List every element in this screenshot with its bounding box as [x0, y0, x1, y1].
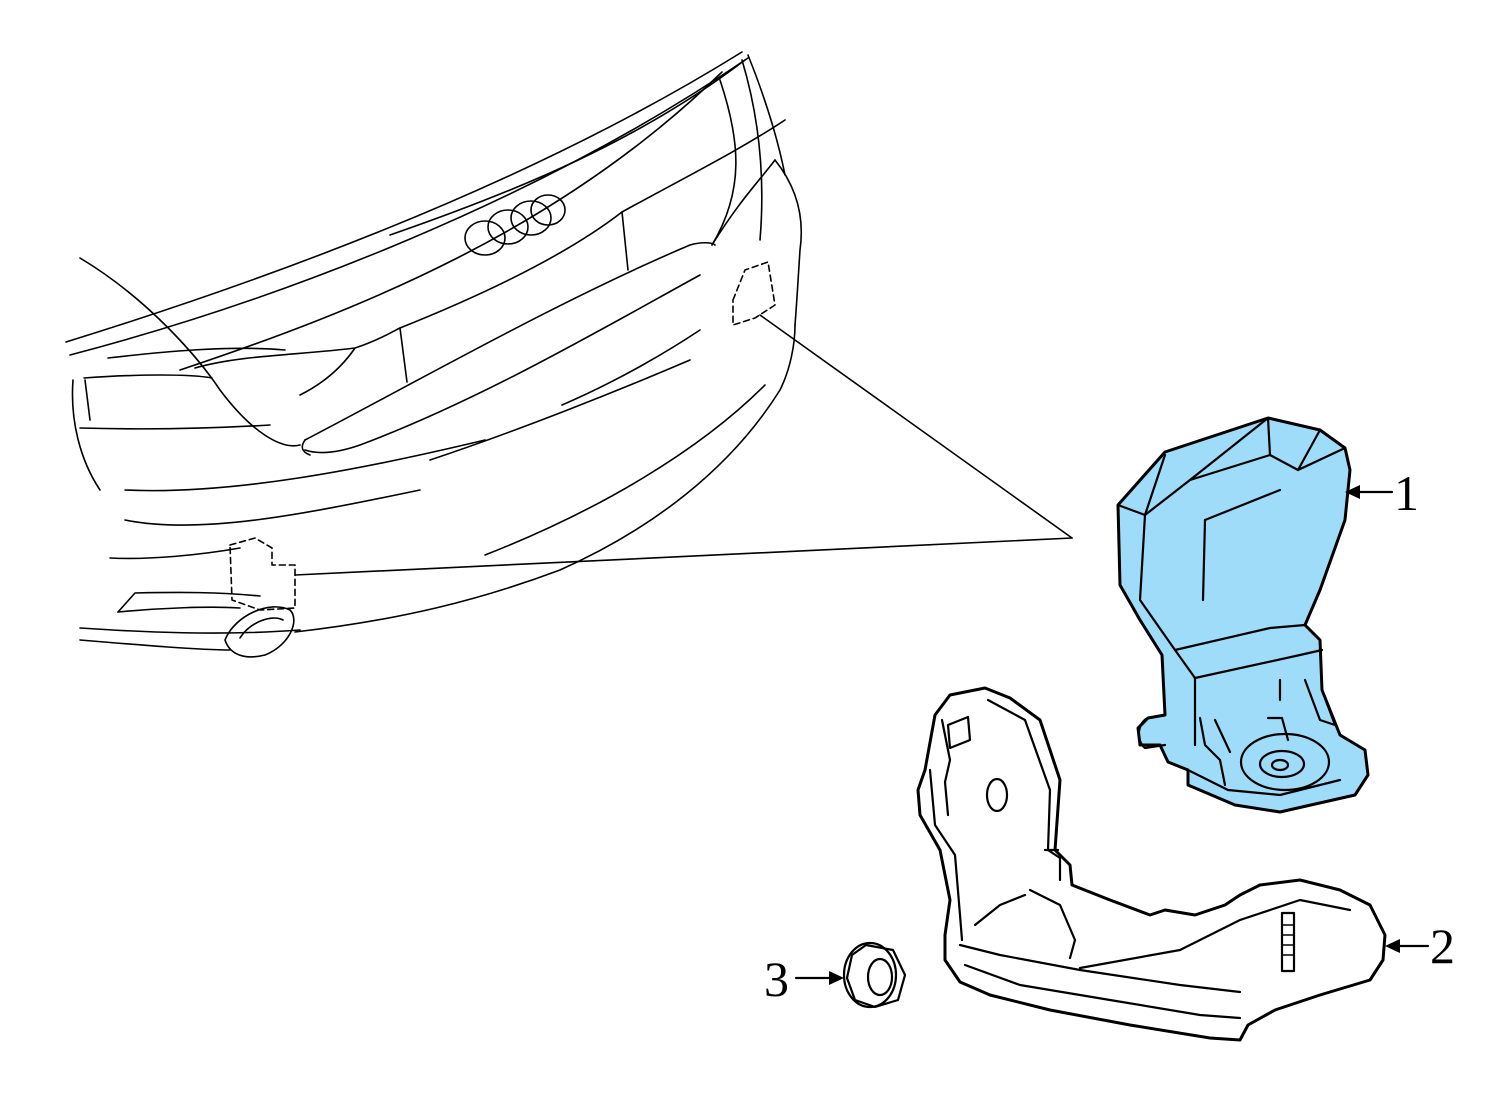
callout-2-label: 2: [1430, 918, 1455, 974]
mounting-bracket: [916, 686, 1387, 1042]
emblem-rings: [464, 194, 566, 256]
sensor-location-left: [229, 537, 296, 611]
callout-1-label: 1: [1394, 465, 1419, 521]
vehicle-rear-outline: [65, 51, 803, 658]
callout-3: 3: [764, 951, 844, 1007]
exhaust-tip: [224, 606, 295, 658]
stud: [1280, 911, 1296, 973]
sensor-housing: [1116, 416, 1370, 814]
callout-1: 1: [1345, 465, 1419, 521]
callout-3-label: 3: [764, 951, 789, 1007]
sensor-location-right: [732, 261, 776, 326]
callout-2: 2: [1385, 918, 1455, 974]
nut: [842, 941, 907, 1009]
leader-lines: [294, 314, 1073, 576]
